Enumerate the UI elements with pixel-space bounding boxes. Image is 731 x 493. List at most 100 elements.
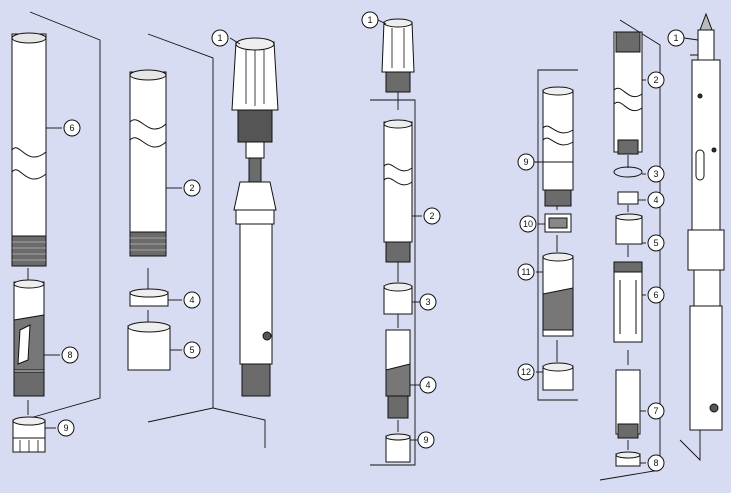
middle-head (381, 18, 415, 93)
callout-circle (183, 291, 201, 309)
callout-assembly-right-4: 4 (647, 191, 665, 209)
callout-label: 11 (521, 267, 530, 277)
callout-label: 4 (653, 195, 658, 205)
middle-parts (381, 18, 415, 463)
callout-circle (57, 419, 75, 437)
callout-label: 5 (653, 238, 658, 248)
callout-assembly-right-5: 5 (647, 234, 665, 252)
callout-assembly-right-1: 1 (667, 29, 685, 47)
callout-assembly-right-8: 8 (647, 454, 665, 472)
callout-circle (647, 402, 665, 420)
callout-label: 3 (653, 169, 658, 179)
callout-circle (647, 165, 665, 183)
callout-label: 6 (69, 123, 74, 133)
callout-assembly-middle-3: 3 (419, 293, 437, 311)
callout-label: 2 (653, 75, 658, 85)
callout-assembly-left-6: 6 (63, 119, 81, 137)
leader-frame-left-inner (147, 33, 214, 423)
callout-assembly-left-2: 2 (183, 179, 201, 197)
inner-tube (129, 69, 167, 257)
left-parts (11, 32, 279, 453)
callout-circle (647, 454, 665, 472)
middle-bit (385, 433, 411, 463)
callout-label: 12 (521, 367, 531, 377)
callout-label: 5 (189, 345, 194, 355)
leader-lines (27, 11, 701, 481)
callout-assembly-right-2: 2 (647, 71, 665, 89)
callout-circle (417, 431, 435, 449)
callout-label: 8 (653, 458, 658, 468)
right-reaming-shell (542, 252, 574, 337)
callout-circle (183, 341, 201, 359)
callout-circle (647, 234, 665, 252)
leader-frame-middle (370, 99, 416, 466)
callout-label: 4 (189, 295, 194, 305)
callout-circle (419, 376, 437, 394)
right-small-ring (615, 451, 641, 467)
right-lower-tube (615, 369, 641, 439)
callout-circle (211, 29, 229, 47)
callout-circle (667, 29, 685, 47)
right-outer-tube (542, 86, 574, 207)
callout-label: 2 (429, 211, 434, 221)
right-inner-tube (613, 31, 643, 155)
leader-frame-left-outer (29, 11, 101, 419)
callout-assembly-left-8: 8 (61, 346, 79, 364)
callout-assembly-middle-2: 2 (423, 207, 441, 225)
callout-assembly-middle-9: 9 (417, 431, 435, 449)
callout-circle (423, 207, 441, 225)
callout-label: 9 (423, 435, 428, 445)
head-assembly (231, 37, 279, 397)
callout-label: 4 (425, 380, 430, 390)
callout-label: 1 (673, 33, 678, 43)
reaming-shell (13, 279, 45, 397)
callout-label: 3 (425, 297, 430, 307)
callout-circle (61, 346, 79, 364)
callout-circle (63, 119, 81, 137)
callout-assembly-left-9: 9 (57, 419, 75, 437)
callout-circle (519, 215, 537, 233)
callout-connectors (44, 19, 699, 464)
callout-label: 10 (523, 219, 533, 229)
right-bearing (544, 213, 572, 233)
callout-label: 1 (217, 33, 222, 43)
callout-label: 9 (63, 423, 68, 433)
sleeve-part (127, 321, 171, 371)
callout-assembly-middle-4: 4 (419, 376, 437, 394)
callout-assembly-right-3: 3 (647, 165, 665, 183)
callout-assembly-right-6: 6 (647, 286, 665, 304)
callout-circle (647, 286, 665, 304)
callout-circle (419, 293, 437, 311)
right-small-rings (613, 166, 643, 245)
ring-part (129, 288, 169, 307)
callout-assembly-right-10: 10 (519, 215, 537, 233)
right-bit (542, 362, 574, 391)
right-stabilizer (613, 261, 643, 343)
callout-label: 1 (367, 15, 372, 25)
callout-assembly-right-7: 7 (647, 402, 665, 420)
right-parts (542, 12, 725, 467)
callout-circle (647, 71, 665, 89)
callout-circle (183, 179, 201, 197)
callout-assembly-left-1: 1 (211, 29, 229, 47)
callout-circle (517, 263, 535, 281)
callout-assembly-middle-1: 1 (361, 11, 379, 29)
callout-assembly-right-11: 11 (517, 263, 535, 281)
callout-label: 7 (653, 406, 658, 416)
leader-frame-left-right (212, 407, 266, 448)
callout-assembly-left-5: 5 (183, 341, 201, 359)
callout-circle (647, 191, 665, 209)
callout-assembly-right-9: 9 (517, 153, 535, 171)
outer-tube (11, 32, 47, 267)
callout-label: 6 (653, 290, 658, 300)
middle-tube (383, 119, 413, 263)
drill-bit (12, 416, 46, 453)
middle-sleeve (383, 282, 413, 315)
callout-assembly-left-4: 4 (183, 291, 201, 309)
inner-tube-assembly (687, 12, 725, 431)
callout-label: 2 (189, 183, 194, 193)
callout-label: 9 (523, 157, 528, 167)
